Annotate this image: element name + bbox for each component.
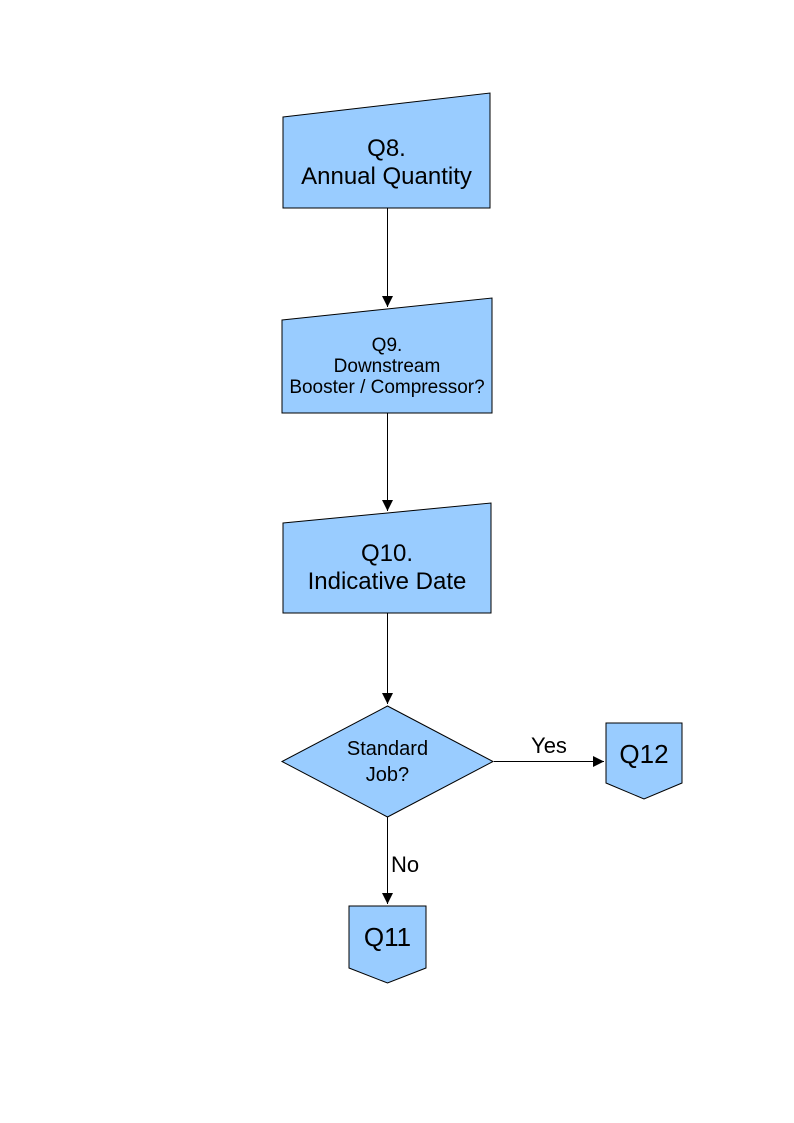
node-standard-job-decision-shape [280, 705, 495, 818]
node-q12-offpage-connector-shape [605, 722, 683, 800]
node-q11-offpage-connector-shape [348, 905, 427, 984]
node-q8-manual-input-shape [282, 92, 491, 209]
node-q10-manual-input-shape [282, 502, 492, 614]
node-q9-manual-input-shape [281, 297, 493, 414]
